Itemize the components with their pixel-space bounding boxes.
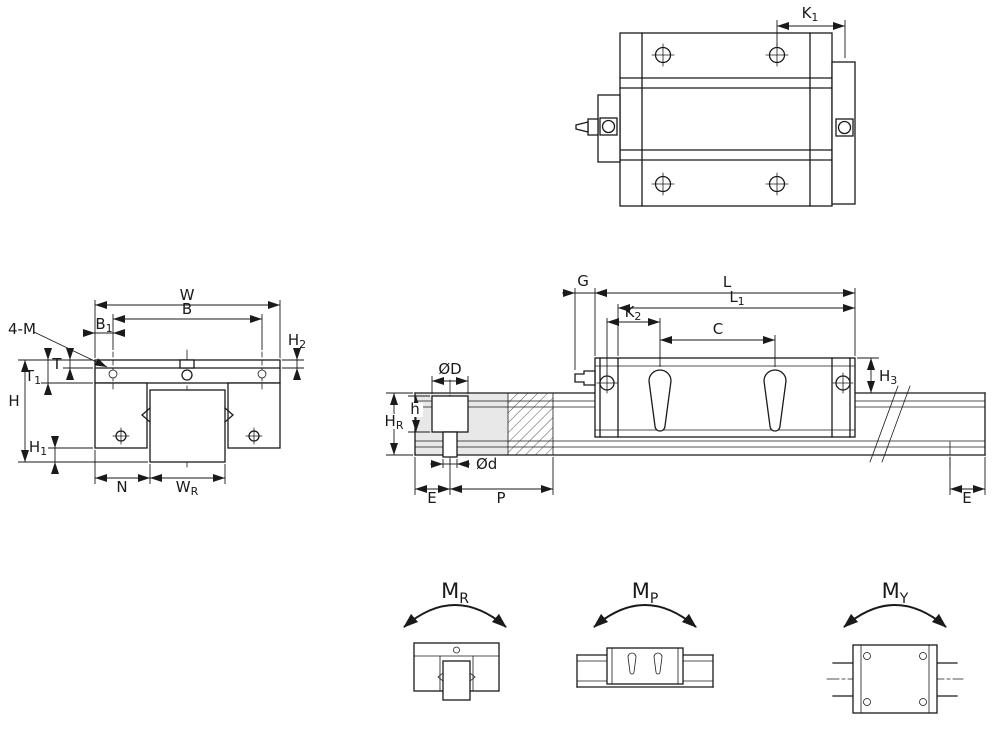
dim-label-hr: HR [385,412,404,432]
moment-label-my: MY [882,579,909,607]
moment-mp: MP [576,579,714,688]
top-view [575,32,856,207]
dim-label-g: G [577,272,589,290]
dim-label-dia-d-head: ØD [438,360,461,378]
rail-cross-section [141,389,234,463]
mounting-slot-left [648,369,672,432]
top-view-left-clamp [597,94,621,163]
mini-front-view [413,642,500,701]
dim-label-h2: H2 [288,331,306,351]
front-view-dimensions [18,300,304,484]
dim-label-b: B [182,300,192,318]
moment-my: MY [826,579,964,714]
dim-label-dia-d-shank: Ød [476,455,497,473]
side-view [414,357,986,469]
dim-label-b1: B1 [95,315,112,335]
dim-label-h3: H3 [879,367,897,387]
rail-break-lines [869,385,911,463]
dim-k1 [776,20,846,58]
dim-label-wr: WR [176,478,199,498]
front-view [94,349,281,471]
dim-label-l1: L1 [729,288,744,308]
grease-nipple-top-icon [575,118,599,136]
dim-label-t1: T1 [24,367,41,387]
end-cap-screws-front [112,427,263,445]
mounting-slot-right [763,369,787,432]
dim-label-4m: 4-M [8,320,36,338]
dim-label-p: P [496,489,505,507]
moment-mr: MR [403,579,507,701]
dim-label-w: W [180,286,195,304]
moment-label-mp: MP [632,579,659,607]
rail-mounting-bolt [431,379,469,466]
dim-label-h: H [8,392,19,410]
moment-label-mr: MR [441,579,469,607]
yaw-moment-arrow-icon [843,604,947,628]
dim-label-t: T [51,355,62,373]
top-view-right-clamp [831,61,856,205]
dim-label-e-left: E [427,489,436,507]
grease-port-front [179,359,195,381]
mini-top-view [826,644,964,714]
dim-label-h-bolt: h [410,400,420,418]
dim-label-c: C [713,320,723,338]
dim-label-h1: H1 [29,438,47,458]
roll-moment-arrow-icon [403,604,507,628]
mini-side-view [576,647,714,688]
dim-label-k2: K2 [625,303,642,323]
dim-label-e-right: E [962,489,971,507]
mounting-holes-front-view [108,351,267,393]
grease-nipple-side-icon [574,370,596,386]
dim-label-k1: K1 [802,4,819,24]
dim-label-n: N [116,478,127,496]
dim-label-l: L [723,273,732,291]
mounting-holes-top-view [651,43,789,196]
carriage-side-view [574,357,856,438]
pitch-moment-arrow-icon [593,604,697,628]
rail-section-hatch [508,393,553,455]
